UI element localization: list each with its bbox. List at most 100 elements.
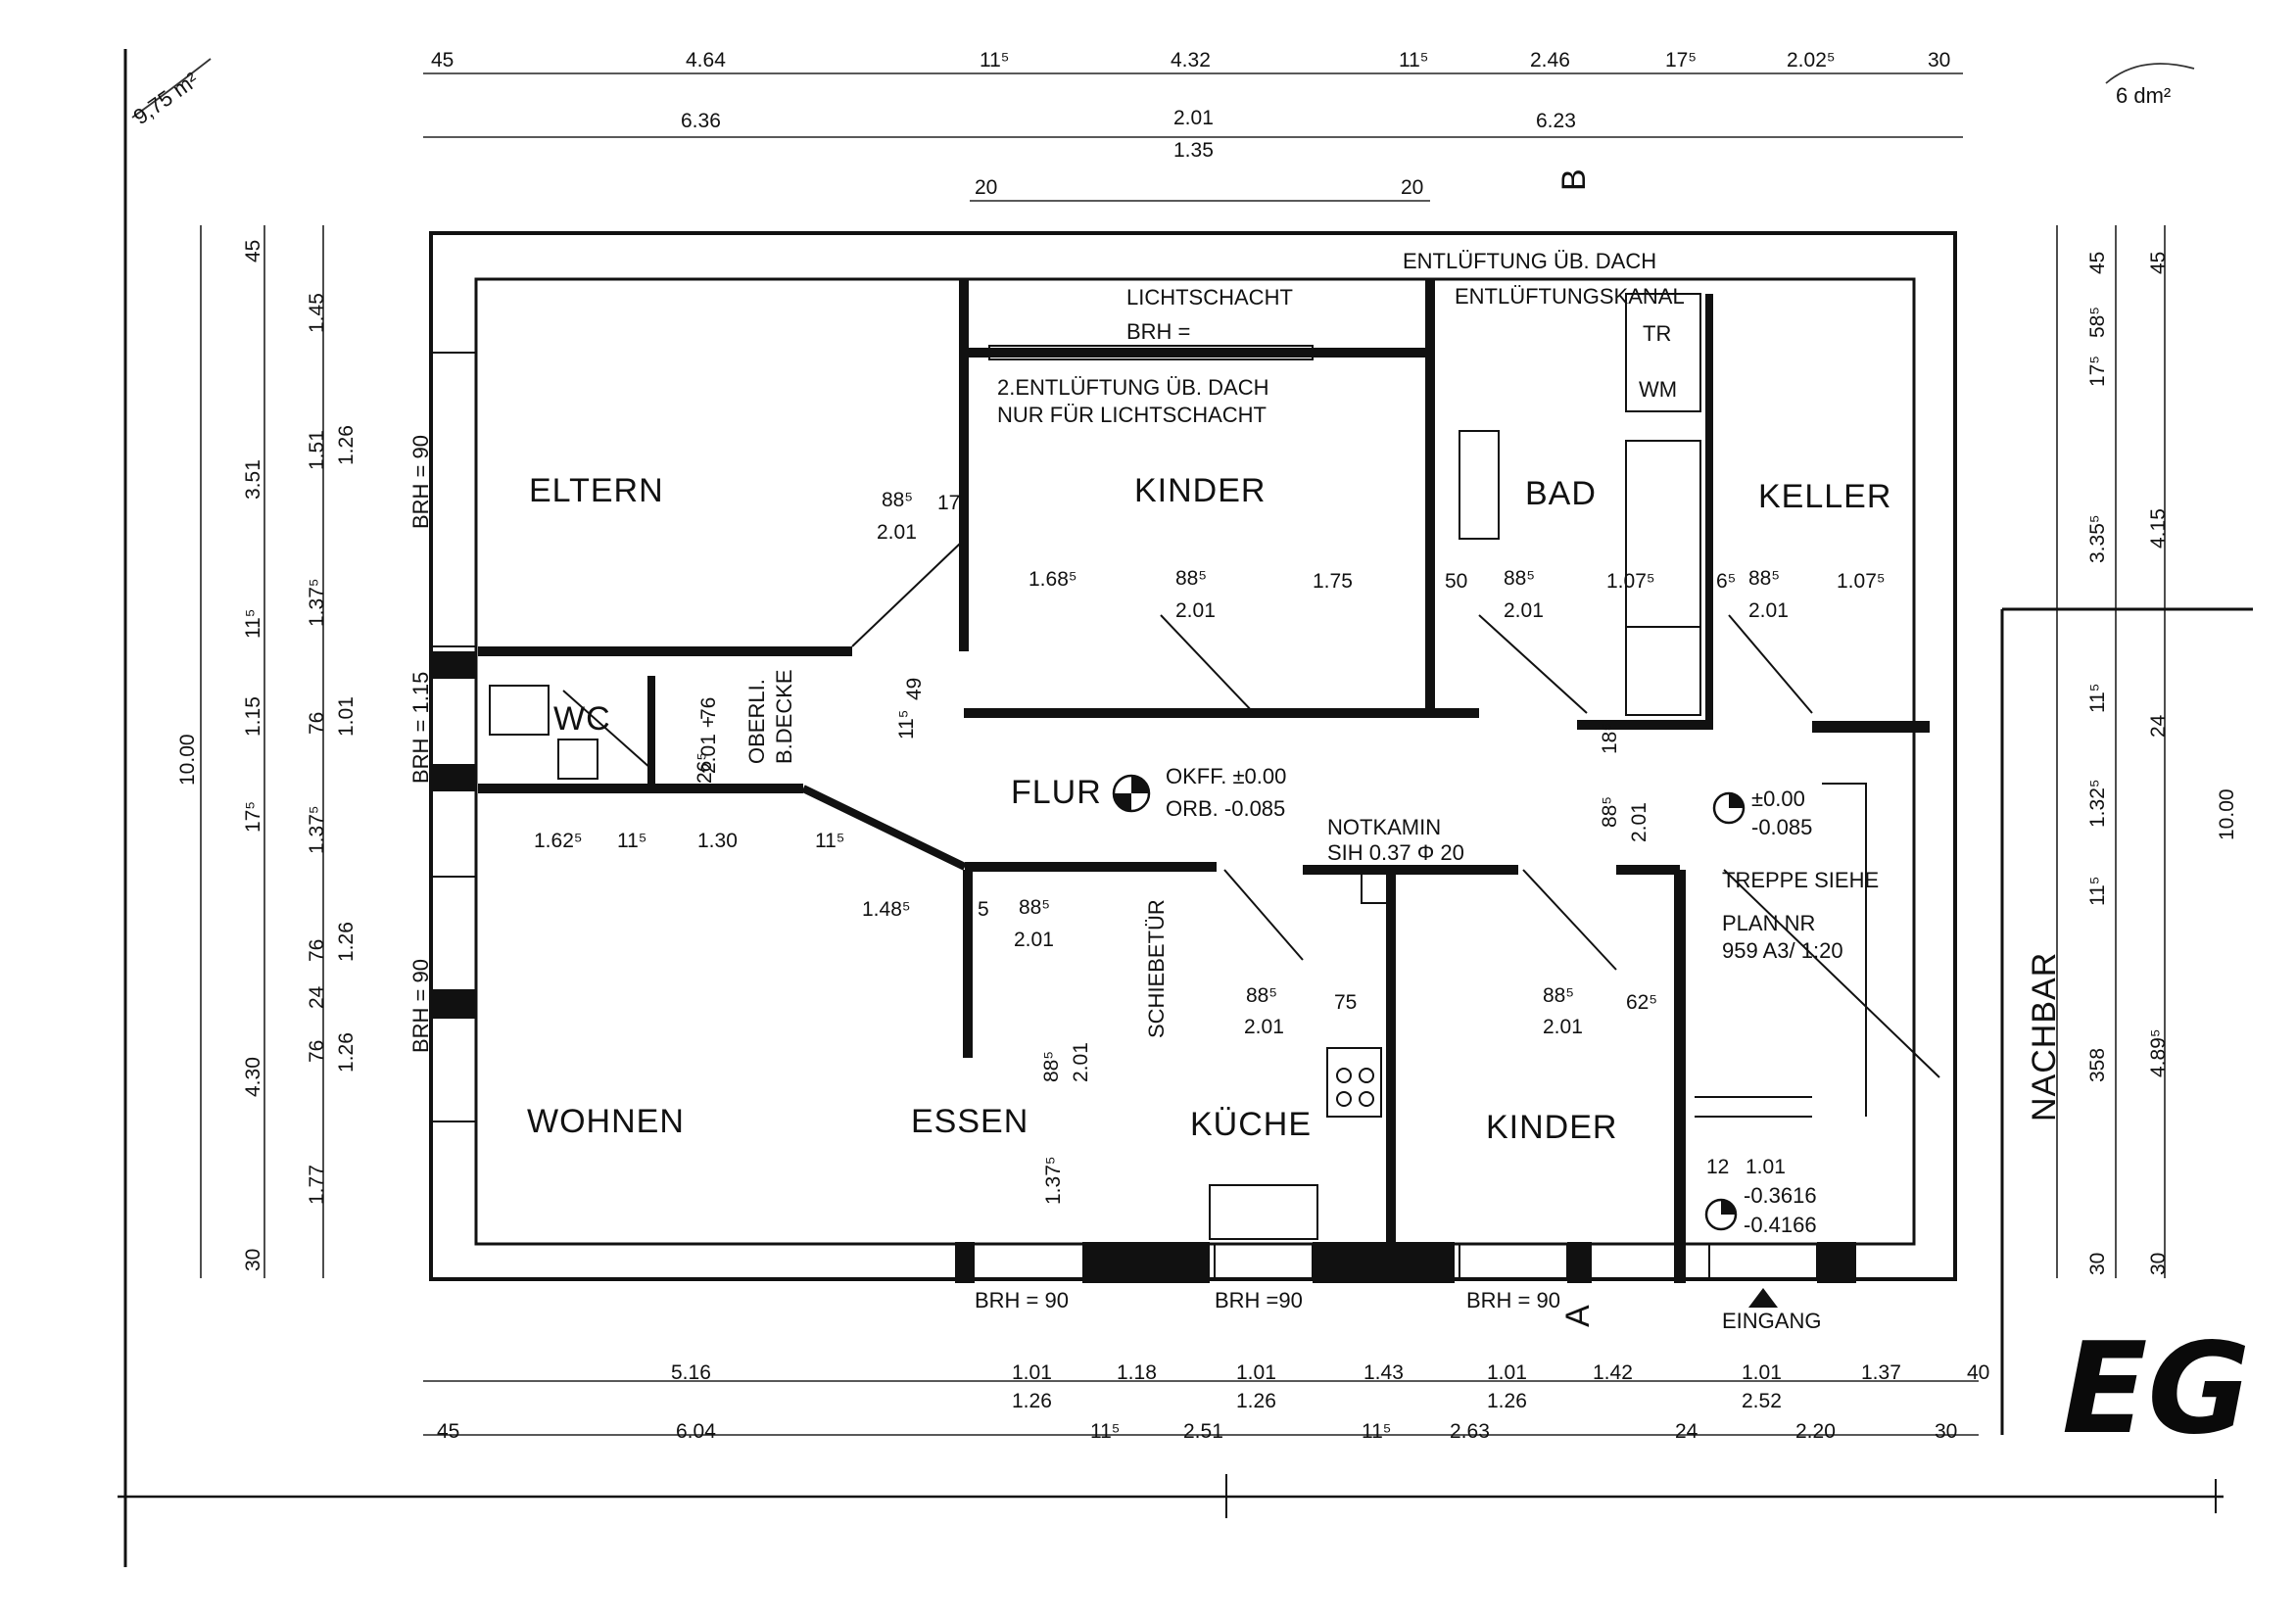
dim-inner: 2.01 (1628, 802, 1650, 842)
dim-inner: 88⁵ (1040, 1051, 1063, 1082)
dim-top: 45 (431, 49, 454, 72)
dim-right: 358 (2086, 1048, 2109, 1082)
dim-bottom: 1.42 (1593, 1361, 1633, 1384)
dim-bottom: 5.16 (671, 1361, 711, 1384)
dim-inner: 1.62⁵ (534, 830, 583, 852)
dim-bottom2: 11⁵ (1090, 1420, 1121, 1443)
dim-right: 45 (2086, 252, 2109, 274)
label-brh90-left2: BRH = 90 (408, 959, 433, 1053)
dim-bottom: 1.18 (1117, 1361, 1157, 1384)
dim-left: 3.51 (242, 459, 264, 500)
dim-inner: 75 (1334, 991, 1357, 1014)
dim-inner: 2.01 (1504, 599, 1544, 622)
note-plan-nr: PLAN NR (1722, 911, 1815, 935)
interior-walls (478, 279, 1930, 1283)
dim-left: 1.37⁵ (306, 805, 328, 854)
label-wm: WM (1639, 377, 1677, 402)
note-b-decke: B.DECKE (772, 669, 796, 764)
dim-inner: 1.48⁵ (862, 898, 911, 921)
dim-left: 30 (242, 1249, 264, 1271)
dim-inner: 2.01 (1748, 599, 1789, 622)
dim-left: 76 (306, 1040, 328, 1063)
level-minus: -0.085 (1751, 815, 1812, 839)
dim-inner: 12 (1706, 1156, 1729, 1178)
dim-bottom: 1.37 (1861, 1361, 1901, 1384)
entrance-arrow (1748, 1288, 1778, 1308)
wall-fills (431, 651, 1856, 1283)
dim-left: 1.37⁵ (306, 578, 328, 627)
dim-bottom: 1.26 (1487, 1390, 1527, 1412)
dim-left: 11⁵ (242, 608, 264, 639)
note-sih: SIH 0.37 Φ 20 (1327, 840, 1464, 865)
dim-inner: 2.01 (1014, 929, 1054, 951)
note-treppe: TREPPE SIEHE (1722, 868, 1879, 892)
label-brh90-left1: BRH = 90 (408, 435, 433, 529)
dim-inner: 88⁵ (1175, 567, 1207, 590)
dim-top: 30 (1928, 49, 1950, 72)
dim-bottom: 2.52 (1742, 1390, 1782, 1412)
note-plan-a3: 959 A3/ 1:20 (1722, 938, 1843, 963)
label-brh90-a: BRH = 90 (975, 1288, 1069, 1312)
dim-bottom: 40 (1967, 1361, 1989, 1384)
dim-left: 24 (306, 985, 328, 1009)
handwritten-note-top-right: 6 dm² (2116, 83, 2171, 108)
dim-right: 30 (2147, 1253, 2170, 1275)
dim-inner: 49 (903, 678, 926, 700)
dim-right: 4.15 (2147, 508, 2170, 549)
dim-inner: 88⁵ (882, 489, 913, 511)
dim-bottom: 1.26 (1012, 1390, 1052, 1412)
dim-top: 11⁵ (980, 49, 1010, 72)
dim-inner: 26⁵ (694, 752, 716, 784)
dim-bottom2: 30 (1935, 1420, 1957, 1443)
dim-inner: 11⁵ (815, 830, 845, 852)
dim-top: 2.46 (1530, 49, 1570, 72)
note-lichtschacht: LICHTSCHACHT (1126, 285, 1293, 310)
dim-right: 4.89⁵ (2147, 1028, 2170, 1077)
dim-bottom: 1.01 (1487, 1361, 1527, 1384)
dim-inner: 88⁵ (1599, 796, 1621, 828)
dim-top3: 20 (975, 176, 997, 199)
dim-left: 4.30 (242, 1057, 264, 1097)
fixtures (489, 293, 1867, 1240)
dim-inner: 5 (978, 898, 989, 921)
level-marker-stair (1712, 791, 1746, 825)
room-label-wc: WC (553, 700, 611, 738)
dim-top: 17⁵ (1665, 49, 1697, 72)
room-label-wohnen: WOHNEN (527, 1103, 685, 1140)
dim-right: 10.00 (2216, 788, 2238, 840)
dim-inner: 88⁵ (1019, 896, 1050, 919)
dim-top3: 20 (1401, 176, 1423, 199)
level-b2: -0.4166 (1744, 1213, 1817, 1237)
handwritten-marks (131, 58, 2195, 119)
dim-inner: 1.01 (1746, 1156, 1786, 1178)
dim-bottom2: 6.04 (676, 1420, 716, 1443)
label-brh115-left: BRH = 1.15 (408, 672, 433, 784)
room-label-keller: KELLER (1758, 478, 1891, 515)
dim-left: 1.01 (335, 696, 358, 737)
dim-bottom2: 45 (437, 1420, 459, 1443)
dim-left: 1.26 (335, 425, 358, 465)
dim-inner: 1.37⁵ (1042, 1156, 1065, 1205)
dim-right: 30 (2086, 1253, 2109, 1275)
note-schiebetuer: SCHIEBETÜR (1144, 899, 1169, 1038)
dim-inner: 88⁵ (1543, 984, 1574, 1007)
dim-left: 76 (306, 712, 328, 735)
level-pm: ±0.00 (1751, 787, 1805, 811)
dim-left: 1.26 (335, 922, 358, 962)
note-oberl: OBERLI. (744, 679, 769, 764)
section-marker-a: A (1559, 1304, 1597, 1327)
dim-left: 1.77 (306, 1165, 328, 1205)
label-eingang: EINGANG (1722, 1309, 1821, 1333)
dim-inner: 76 (697, 697, 720, 720)
dim-right: 45 (2147, 252, 2170, 274)
dim-left: 1.26 (335, 1032, 358, 1073)
dim-inner: 88⁵ (1504, 567, 1535, 590)
dim-bottom2: 2.20 (1795, 1420, 1836, 1443)
note-entlueftung2-line2: NUR FÜR LICHTSCHACHT (997, 403, 1267, 427)
dim-bottom: 1.26 (1236, 1390, 1276, 1412)
dim-inner: 2.01 (877, 521, 917, 544)
dim-left: 17⁵ (242, 801, 264, 833)
dim-inner: 88⁵ (1748, 567, 1780, 590)
dim-inner: 17 (937, 492, 960, 514)
plan-level-label: EG (2062, 1316, 2251, 1462)
